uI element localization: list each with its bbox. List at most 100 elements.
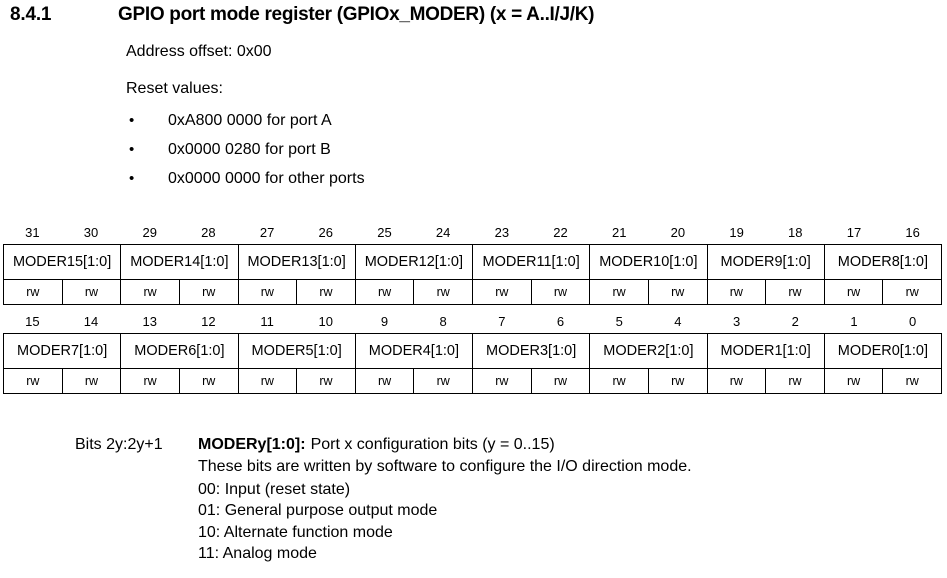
- access-flag: rw: [121, 369, 180, 393]
- access-flag: rw: [239, 369, 298, 393]
- reset-values-list: • 0xA800 0000 for port A • 0x0000 0280 f…: [126, 112, 826, 199]
- access-flag: rw: [180, 280, 239, 304]
- access-flag: rw: [297, 369, 356, 393]
- register-map-lower: 15 14 13 12 11 10 9 8 7 6 5 4 3 2 1 0 MO…: [3, 311, 942, 394]
- bit-number: 0: [909, 314, 917, 329]
- register-field: MODER13[1:0]: [239, 245, 356, 279]
- bit-description-block: Bits 2y:2y+1 MODERy[1:0]: Port x configu…: [75, 434, 935, 565]
- bit-number-row-lower: 15 14 13 12 11 10 9 8 7 6 5 4 3 2 1 0: [3, 311, 942, 333]
- bit-field-name: MODERy[1:0]:: [198, 436, 306, 453]
- bits-range-label: Bits 2y:2y+1: [75, 436, 163, 453]
- field-name-row: MODER7[1:0] MODER6[1:0] MODER5[1:0] MODE…: [4, 334, 941, 368]
- reset-value-text: 0x0000 0280 for port B: [168, 141, 331, 158]
- bit-description-body: These bits are written by software to co…: [75, 456, 935, 565]
- bit-number: 23: [494, 225, 510, 240]
- access-flag: rw: [121, 280, 180, 304]
- bullet-icon: •: [129, 112, 135, 129]
- access-flag: rw: [708, 280, 767, 304]
- bit-number: 27: [259, 225, 275, 240]
- section-number: 8.4.1: [10, 4, 52, 25]
- bit-number: 16: [905, 225, 920, 240]
- access-flag: rw: [766, 369, 825, 393]
- bit-number: 2: [791, 314, 799, 329]
- register-table-lower: MODER7[1:0] MODER6[1:0] MODER5[1:0] MODE…: [3, 333, 942, 394]
- bit-number: 6: [556, 314, 565, 329]
- register-field: MODER11[1:0]: [473, 245, 591, 279]
- reset-value-text: 0xA800 0000 for port A: [168, 112, 332, 129]
- bit-number: 11: [260, 314, 274, 329]
- register-map-upper: 31 30 29 28 27 26 25 24 23 22 21 20 19 1…: [3, 222, 942, 305]
- access-flag: rw: [239, 280, 298, 304]
- access-flag: rw: [4, 369, 63, 393]
- list-item: • 0x0000 0280 for port B: [126, 141, 826, 170]
- list-item: • 0xA800 0000 for port A: [126, 112, 826, 141]
- bit-number: 18: [788, 225, 803, 240]
- register-field: MODER10[1:0]: [590, 245, 708, 279]
- list-item: • 0x0000 0000 for other ports: [126, 170, 826, 199]
- bit-number: 26: [318, 225, 334, 240]
- access-flag: rw: [63, 369, 122, 393]
- access-flag: rw: [825, 280, 884, 304]
- address-offset-line: Address offset: 0x00: [126, 43, 272, 60]
- section-title: GPIO port mode register (GPIOx_MODER) (x…: [118, 4, 595, 25]
- bit-number: 10: [318, 314, 334, 329]
- register-table-upper: MODER15[1:0] MODER14[1:0] MODER13[1:0] M…: [3, 244, 942, 305]
- access-flag: rw: [825, 369, 884, 393]
- access-row: rw rw rw rw rw rw rw rw rw rw rw rw rw r…: [4, 279, 941, 304]
- bit-number: 4: [674, 314, 682, 329]
- bullet-icon: •: [129, 141, 135, 158]
- access-flag: rw: [708, 369, 767, 393]
- register-field: MODER14[1:0]: [121, 245, 239, 279]
- bit-number: 7: [498, 314, 506, 329]
- access-row: rw rw rw rw rw rw rw rw rw rw rw rw rw r…: [4, 368, 941, 393]
- mode-option: 11: Analog mode: [198, 545, 317, 562]
- register-field: MODER15[1:0]: [4, 245, 122, 279]
- register-field: MODER6[1:0]: [121, 334, 239, 368]
- register-intro: Address offset: 0x00 Reset values:: [126, 42, 926, 112]
- access-flag: rw: [297, 280, 356, 304]
- register-field: MODER7[1:0]: [4, 334, 122, 368]
- bit-number: 17: [846, 225, 862, 240]
- field-name-row: MODER15[1:0] MODER14[1:0] MODER13[1:0] M…: [4, 245, 941, 279]
- bit-number: 31: [25, 225, 40, 240]
- register-field: MODER3[1:0]: [473, 334, 591, 368]
- mode-option: 10: Alternate function mode: [198, 523, 393, 541]
- bit-number: 5: [615, 314, 623, 329]
- access-flag: rw: [905, 285, 919, 299]
- register-field: MODER2[1:0]: [590, 334, 708, 368]
- access-flag: rw: [590, 369, 649, 393]
- access-flag: rw: [63, 280, 122, 304]
- bit-number: 1: [850, 314, 858, 329]
- bullet-icon: •: [129, 170, 135, 187]
- bit-number: 13: [142, 314, 157, 329]
- access-flag: rw: [590, 280, 649, 304]
- bit-description-header: Bits 2y:2y+1 MODERy[1:0]: Port x configu…: [75, 434, 935, 456]
- register-field: MODER0[1:0]: [837, 343, 928, 359]
- access-flag: rw: [180, 369, 239, 393]
- bit-number: 22: [553, 225, 568, 240]
- access-flag: rw: [356, 369, 415, 393]
- access-flag: rw: [532, 280, 591, 304]
- register-field: MODER1[1:0]: [708, 334, 825, 368]
- bit-number: 3: [732, 314, 741, 329]
- register-field: MODER12[1:0]: [356, 245, 473, 279]
- bit-number: 19: [729, 225, 744, 240]
- access-flag: rw: [414, 369, 473, 393]
- access-flag: rw: [356, 280, 415, 304]
- access-flag: rw: [414, 280, 473, 304]
- section-heading: 8.4.1 GPIO port mode register (GPIOx_MOD…: [0, 4, 947, 26]
- bit-number: 29: [142, 225, 157, 240]
- bit-number: 20: [670, 225, 686, 240]
- access-flag: rw: [473, 280, 532, 304]
- reset-values-label: Reset values:: [126, 80, 223, 97]
- access-flag: rw: [4, 280, 63, 304]
- access-flag: rw: [905, 374, 919, 388]
- bit-description-explanation: These bits are written by software to co…: [198, 458, 692, 475]
- bit-number: 14: [83, 314, 99, 329]
- access-flag: rw: [473, 369, 532, 393]
- register-field: MODER9[1:0]: [708, 245, 825, 279]
- bit-field-summary: Port x configuration bits (y = 0..15): [310, 436, 555, 453]
- reset-value-text: 0x0000 0000 for other ports: [168, 170, 365, 187]
- bit-number: 9: [380, 314, 389, 329]
- bit-number-row-upper: 31 30 29 28 27 26 25 24 23 22 21 20 19 1…: [3, 222, 942, 244]
